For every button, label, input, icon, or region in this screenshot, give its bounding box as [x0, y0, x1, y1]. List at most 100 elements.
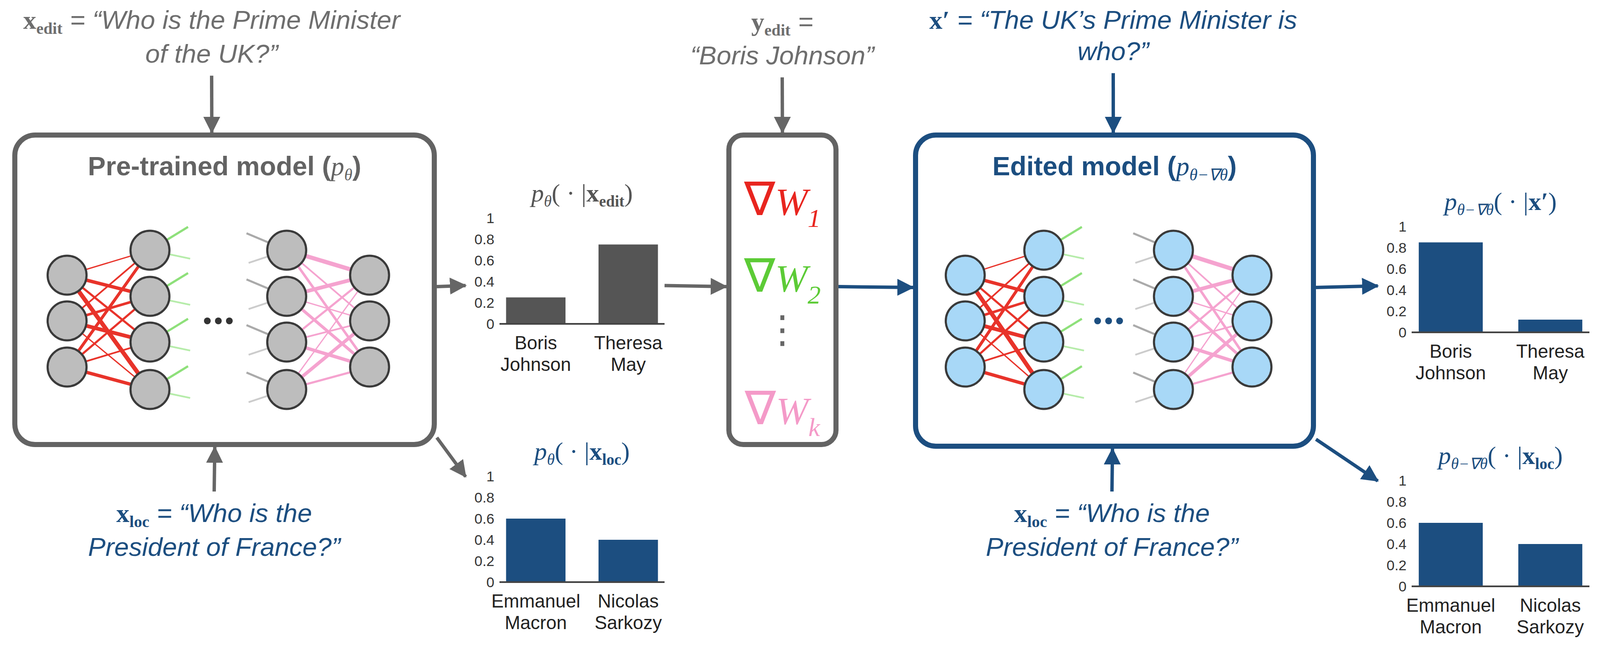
neuron [47, 347, 87, 387]
chart-title-part: θ−∇θ [1456, 201, 1494, 219]
bar-chart: pθ( · |xloc)10.80.60.40.20Emmanuel Macro… [465, 435, 665, 640]
axis-tick-label: 0.2 [465, 294, 495, 312]
axis-tick-label: 0.6 [1377, 514, 1407, 532]
arrow-connector [1315, 439, 1378, 481]
question-text: yedit=“Boris Johnson” [655, 5, 910, 72]
axis-tick-label: 1 [1377, 471, 1407, 489]
arrow-connector [436, 285, 466, 287]
axis-tick-label: 0 [465, 573, 495, 591]
chart-title-part: ( · | [1487, 441, 1523, 470]
model-title-part: Edited model ( [992, 151, 1176, 181]
gradient-symbol: W [775, 389, 809, 433]
question-text-part: = “Who is the Prime Minister of the UK?” [69, 5, 400, 69]
chart-title: pθ−∇θ( · |xloc) [1411, 440, 1590, 474]
axis-tick-label: 0.8 [1377, 493, 1407, 511]
ellipsis-dot [204, 317, 211, 325]
neuron [130, 230, 170, 270]
question-text-part: loc [129, 512, 150, 531]
ellipsis-dot [1105, 317, 1112, 325]
neuron [130, 276, 170, 316]
question-text-part: edit [764, 21, 791, 39]
axis-tick-label: 0 [465, 315, 495, 333]
neuron [267, 276, 307, 316]
gradient-symbol: ∇ [744, 171, 776, 227]
gradient-row: ∇W1 [731, 167, 834, 231]
chart-title-part: p [534, 437, 547, 466]
axis-tick-label: 0.4 [465, 273, 495, 290]
neuron [1024, 369, 1064, 409]
chart-title-part: x′ [1528, 187, 1549, 216]
neuron [1024, 322, 1064, 362]
probability-bar [598, 244, 658, 325]
question-text-part: “Boris Johnson” [655, 39, 910, 72]
gradient-symbol: ⋮ [763, 306, 802, 352]
gradient-symbol: W [775, 180, 808, 224]
network-illustration [918, 137, 1311, 444]
chart-title-part: ) [624, 179, 633, 207]
axis-tick-label: 0.4 [465, 531, 495, 549]
x-axis [499, 322, 665, 325]
ellipsis-dot [1116, 317, 1123, 325]
model-title-part: Pre-trained model ( [88, 151, 332, 181]
question-text: x′= “The UK’s Prime Minister is who?” [918, 4, 1308, 68]
model-title-part: θ−∇θ [1189, 165, 1228, 184]
neuron [1153, 369, 1193, 409]
chart-title-part: loc [1535, 455, 1555, 473]
neuron [1024, 276, 1064, 316]
axis-tick-label: 0.8 [465, 488, 495, 506]
chart-title-part: p [1444, 187, 1457, 216]
x-axis [499, 581, 665, 583]
gradient-row: ∇W2 [731, 243, 834, 308]
category-label: Nicolas Sarkozy [581, 590, 675, 634]
neuron [267, 322, 307, 362]
axis-tick-label: 0.4 [1377, 281, 1407, 299]
category-label: Emmanuel Macron [489, 590, 583, 634]
chart-title-part: x [589, 437, 602, 466]
model-box: Edited model (pθ−∇θ) [913, 132, 1316, 449]
probability-bar [1518, 543, 1583, 587]
bar-chart: pθ−∇θ( · |x′)10.80.60.40.20Boris Johnson… [1377, 186, 1590, 390]
model-title-part: p [331, 151, 345, 182]
bar-chart: pθ( · |xedit)10.80.60.40.20Boris Johnson… [465, 177, 665, 381]
category-label: Nicolas Sarkozy [1503, 594, 1598, 638]
bar-chart: pθ−∇θ( · |xloc)10.80.60.40.20Emmanuel Ma… [1377, 440, 1590, 644]
chart-title-part: p [531, 179, 544, 207]
probability-bar [1418, 242, 1483, 333]
neuron [945, 301, 985, 341]
probability-bar [598, 539, 658, 583]
question-text-part: = “The UK’s Prime Minister is who?” [957, 5, 1297, 66]
arrow-connector [780, 77, 785, 133]
axis-tick-label: 0.2 [465, 552, 495, 570]
axis-tick-label: 0.4 [1377, 535, 1407, 553]
chart-title-part: p [1438, 441, 1452, 470]
gradient-row: ∇Wk [731, 376, 834, 440]
question-text: xloc= “Who is the President of France?” [66, 497, 363, 563]
arrow-connector [209, 75, 214, 133]
neuron [267, 230, 307, 270]
chart-title-part: x [586, 179, 599, 207]
gradient-symbol: k [808, 412, 821, 442]
chart-title: pθ( · |xloc) [499, 435, 665, 470]
gradient-symbol: ∇ [744, 248, 776, 303]
chart-title-part: θ [546, 450, 555, 469]
neuron [350, 255, 389, 295]
probability-bar [506, 518, 566, 583]
question-text: xloc= “Who is the President of France?” [963, 497, 1261, 563]
chart-title-part: x [1522, 441, 1536, 470]
neuron [1153, 322, 1193, 362]
arrow-connector [1111, 448, 1113, 492]
question-text-part: x [116, 498, 130, 528]
question-text-part: edit [36, 19, 63, 38]
neuron [1232, 255, 1272, 295]
network-illustration [17, 137, 432, 442]
neuron [945, 347, 985, 387]
axis-tick-label: 0.2 [1377, 556, 1407, 574]
arrow-connector [664, 285, 727, 287]
model-title-part: ) [352, 151, 362, 181]
gradient-row: ⋮ [731, 297, 834, 362]
x-axis [1411, 331, 1590, 334]
question-text: xedit= “Who is the Prime Minister of the… [16, 4, 407, 70]
chart-title-part: ( · | [551, 179, 587, 207]
category-label: Emmanuel Macron [1404, 594, 1498, 638]
gradient-symbol: 2 [807, 280, 821, 309]
